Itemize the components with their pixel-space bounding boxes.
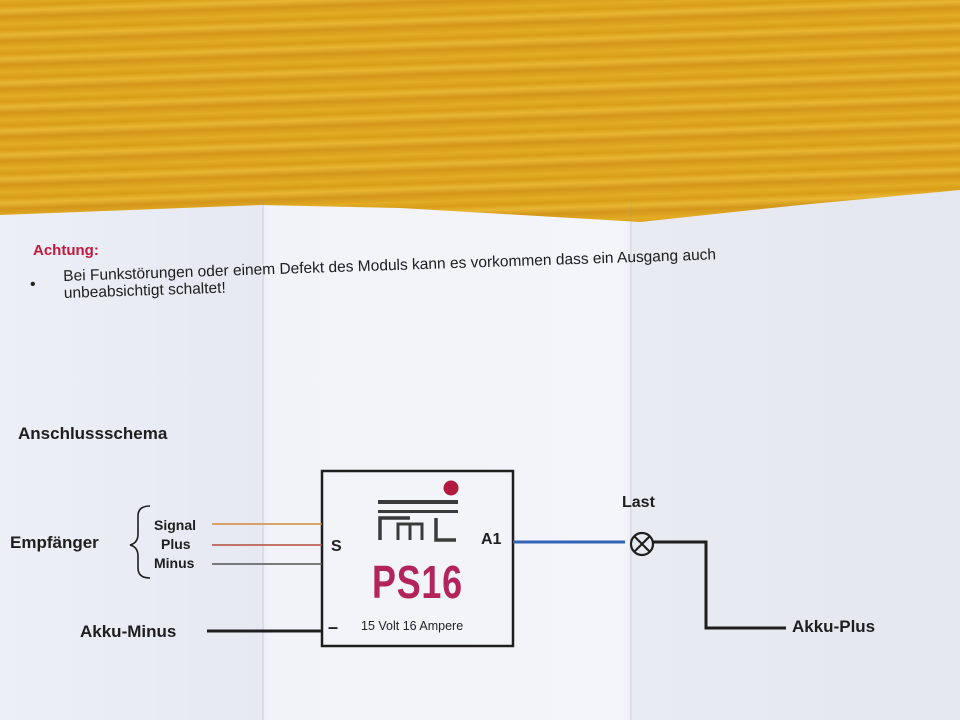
bullet-icon: • [30,276,36,293]
battery-minus-label: Akku-Minus [80,622,177,641]
plus-label: Plus [161,536,191,552]
module-model: PS16 [372,556,463,608]
wooden-table-background [0,0,960,240]
paper-fold-line [630,200,632,720]
warning-title: Achtung: [33,242,99,259]
input-pin-label: S [331,538,342,555]
schema-title: Anschlussschema [18,424,168,443]
minus-label: Minus [154,555,195,571]
battery-plus-label: Akku-Plus [792,617,876,636]
load-label: Last [622,494,655,511]
signal-label: Signal [154,517,197,533]
cti-logo [378,480,459,542]
minus-pin-label: – [328,617,339,637]
lamp-icon [629,531,655,557]
battery-plus-wire [653,540,786,630]
paper-fold-line [262,200,264,720]
receiver-label: Empfänger [10,533,99,552]
module-box [320,469,515,648]
receiver-brace [129,505,151,579]
module-spec: 15 Volt 16 Ampere [361,619,464,633]
output-pin-label: A1 [481,531,502,548]
